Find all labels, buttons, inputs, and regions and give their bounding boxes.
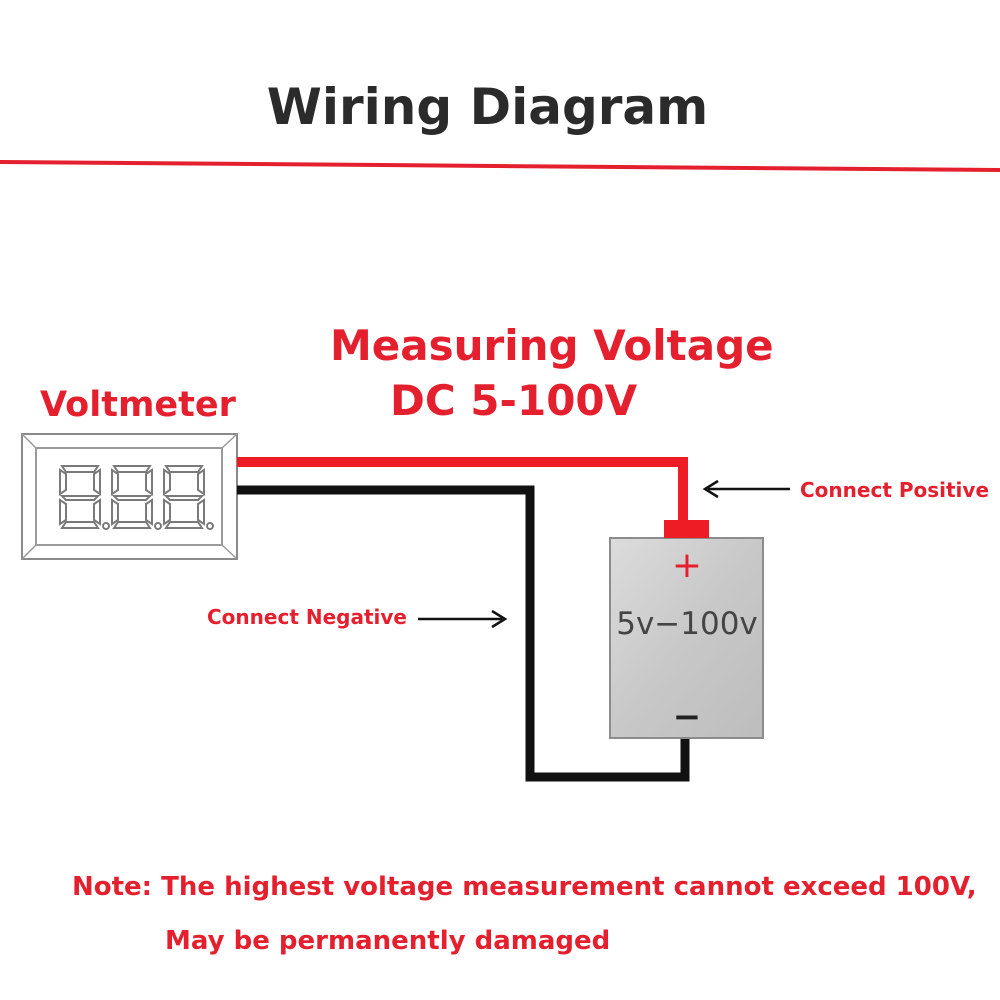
power-source (609, 520, 764, 739)
negative-wire (237, 485, 690, 782)
minus-symbol: − (673, 697, 702, 737)
measuring-voltage-heading: Measuring Voltage (330, 321, 774, 370)
voltage-range-heading: DC 5-100V (390, 376, 638, 425)
positive-arrow-icon (702, 479, 790, 499)
positive-wire (237, 457, 688, 525)
seven-segment-display (59, 465, 214, 530)
voltmeter-label: Voltmeter (40, 385, 236, 425)
warning-note-line1: Note: The highest voltage measurement ca… (72, 872, 977, 902)
plus-symbol: + (672, 545, 702, 586)
positive-terminal (664, 520, 709, 538)
title-divider (0, 160, 1000, 172)
warning-note-line2: May be permanently damaged (165, 926, 611, 956)
negative-arrow-icon (418, 609, 508, 629)
source-range-label: 5v−100v (616, 606, 758, 642)
page-title: Wiring Diagram (266, 78, 709, 136)
voltmeter-device (21, 433, 238, 560)
connect-negative-label: Connect Negative (207, 605, 407, 629)
connect-positive-label: Connect Positive (800, 478, 990, 502)
